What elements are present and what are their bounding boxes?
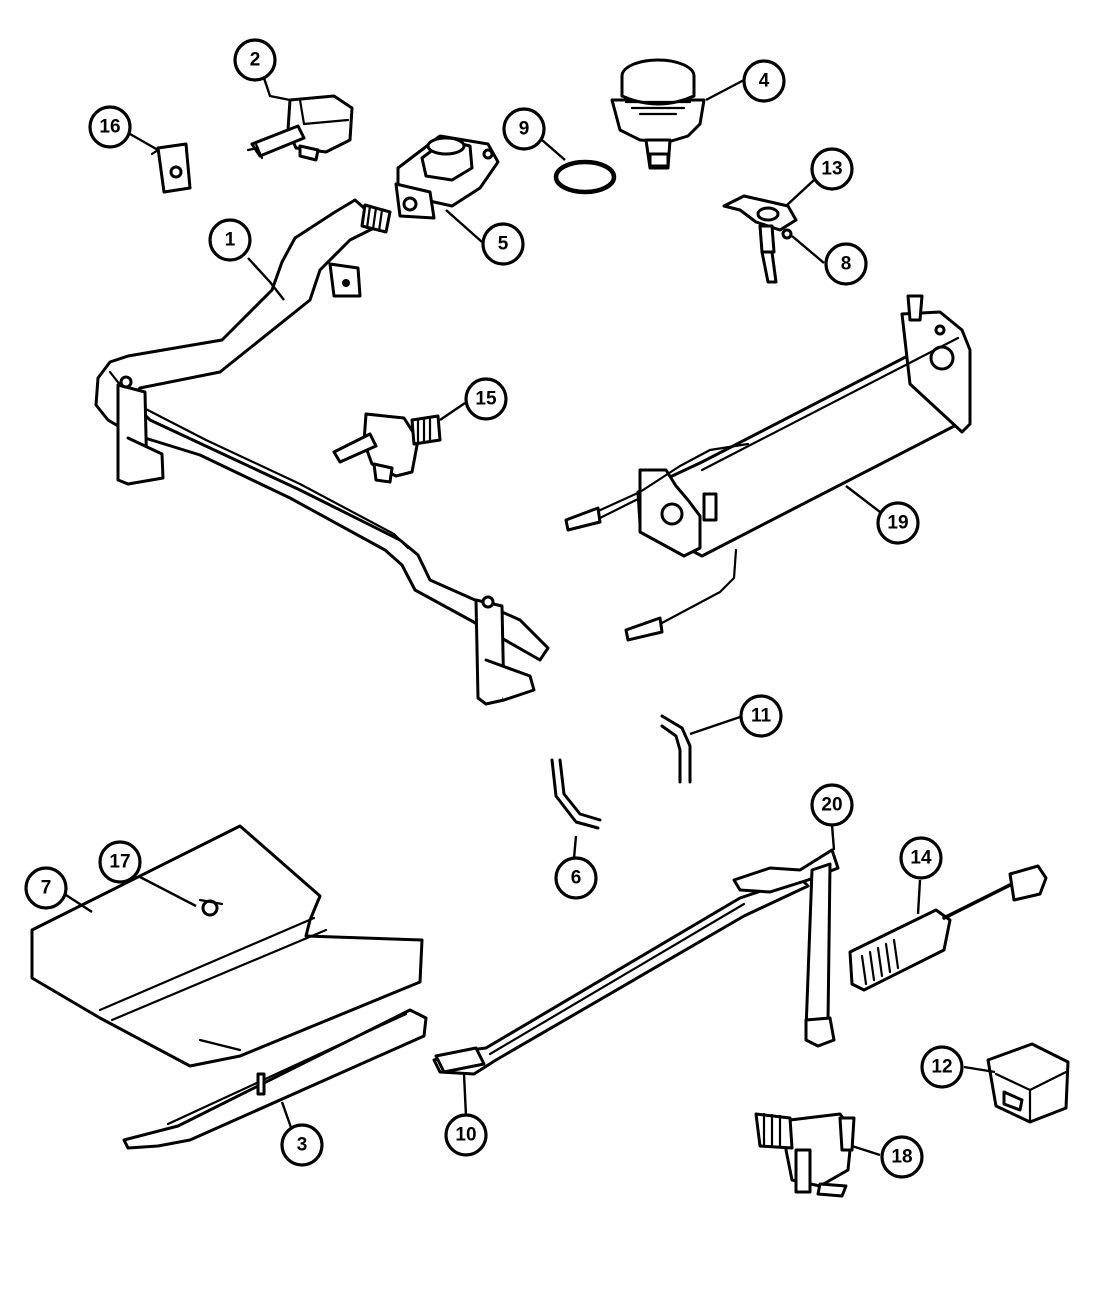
leader-14 <box>916 879 922 915</box>
callout-20: 20 <box>810 783 854 827</box>
part-10-broil-burner <box>432 876 810 1076</box>
callout-10-label: 10 <box>455 1125 476 1146</box>
part-5-regulator <box>394 134 500 220</box>
callout-7-label: 7 <box>41 878 52 899</box>
leader-5 <box>445 209 483 243</box>
callout-5-label: 5 <box>498 234 509 255</box>
leader-16 <box>129 132 159 152</box>
callout-16-label: 16 <box>99 117 120 138</box>
callout-11: 11 <box>739 694 783 738</box>
part-8-electrode <box>758 224 793 284</box>
callout-9: 9 <box>502 107 546 151</box>
callout-8-label: 8 <box>841 254 852 275</box>
leader-10 <box>462 1073 468 1117</box>
part-11-hose <box>660 714 692 784</box>
part-7-heat-shield <box>30 824 424 1068</box>
callout-19: 19 <box>876 501 920 545</box>
callout-17: 17 <box>98 840 142 884</box>
leader-18 <box>851 1144 881 1157</box>
part-13-bracket <box>722 194 798 232</box>
leader-20 <box>830 824 836 851</box>
callout-14-label: 14 <box>910 848 932 869</box>
leader-4 <box>705 78 745 102</box>
leader-19 <box>845 485 881 513</box>
callout-15-label: 15 <box>475 389 497 410</box>
leader-11 <box>689 715 741 736</box>
part-1-manifold <box>94 198 550 706</box>
part-2-valve <box>246 94 354 162</box>
callout-3-label: 3 <box>297 1135 308 1156</box>
leader-13 <box>785 179 815 207</box>
callout-7: 7 <box>24 866 68 910</box>
callout-20-label: 20 <box>821 795 842 816</box>
leader-12 <box>963 1065 996 1074</box>
leader-6 <box>572 835 578 859</box>
callout-1: 1 <box>208 218 252 262</box>
callout-18-label: 18 <box>891 1147 912 1168</box>
callout-13: 13 <box>810 147 854 191</box>
callout-5: 5 <box>481 222 525 266</box>
part-20-bracket <box>732 848 840 1048</box>
part-16-clip <box>150 142 192 194</box>
part-4-burner <box>610 58 706 170</box>
leader-15 <box>439 402 466 421</box>
callout-17-label: 17 <box>109 852 130 873</box>
leader-2 <box>262 77 291 102</box>
callout-4: 4 <box>742 59 786 103</box>
part-12-spark-module <box>986 1042 1070 1124</box>
callout-6: 6 <box>554 856 598 900</box>
callout-11-label: 11 <box>751 706 772 727</box>
leader-9 <box>541 139 566 161</box>
part-18-safety-valve <box>754 1112 856 1198</box>
callout-6-label: 6 <box>571 868 582 889</box>
part-3-oven-burner <box>122 1008 428 1150</box>
callout-10: 10 <box>444 1113 488 1157</box>
callout-16: 16 <box>88 105 132 149</box>
leader-1 <box>247 257 285 301</box>
callout-15: 15 <box>464 377 508 421</box>
leader-17 <box>139 875 197 908</box>
leader-7 <box>65 893 93 914</box>
callout-12-label: 12 <box>931 1057 952 1078</box>
callout-4-label: 4 <box>759 71 770 92</box>
part-19-burner-assembly <box>564 294 972 642</box>
part-6-hose <box>550 758 602 830</box>
part-15-valve <box>332 412 442 484</box>
part-14-igniter <box>848 864 1048 992</box>
callout-14: 14 <box>899 836 943 880</box>
callout-1-label: 1 <box>225 230 236 251</box>
callout-19-label: 19 <box>887 513 908 534</box>
part-9-oring <box>553 159 617 195</box>
callout-12: 12 <box>920 1045 964 1089</box>
callout-3: 3 <box>280 1123 324 1167</box>
callout-2-label: 2 <box>250 50 261 71</box>
callout-13-label: 13 <box>821 159 842 180</box>
callout-8: 8 <box>824 242 868 286</box>
leader-8 <box>791 235 825 264</box>
callout-2: 2 <box>233 38 277 82</box>
callout-9-label: 9 <box>519 119 530 140</box>
callout-18: 18 <box>880 1135 924 1179</box>
